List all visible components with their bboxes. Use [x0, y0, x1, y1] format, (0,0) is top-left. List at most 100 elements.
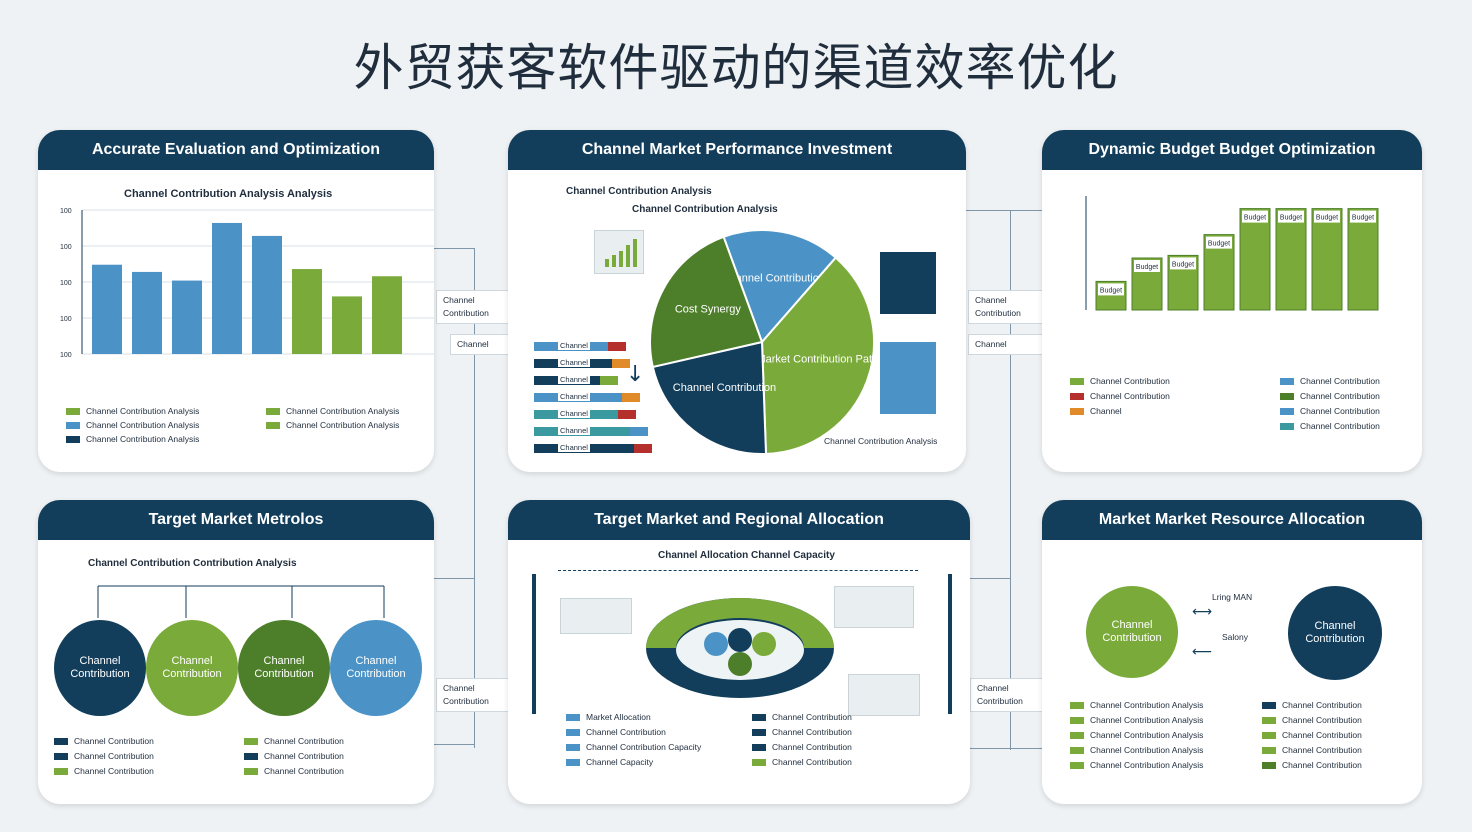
legend-item: Channel Contribution	[54, 736, 154, 746]
dashed-line	[558, 570, 918, 571]
card-performance: Channel Market Performance Investment Ch…	[508, 130, 966, 472]
side-note: Channel Contribution	[970, 678, 1046, 712]
legend-label: Channel Contribution	[772, 742, 852, 752]
connector-line	[434, 248, 474, 249]
legend-item: Channel Contribution	[1070, 391, 1170, 401]
legend-label: Channel Contribution	[264, 751, 344, 761]
mini-bar-label: Channel	[558, 426, 590, 435]
connector-line	[474, 248, 475, 748]
pie-slice-label: Cost Synergy	[675, 304, 742, 316]
side-note: Channel Contribution	[968, 290, 1048, 324]
circle-label: Channel Contribution	[1305, 620, 1365, 645]
side-note: Channel	[450, 334, 512, 355]
legend-label: Channel Contribution Analysis	[286, 406, 400, 416]
legend-label: Channel Contribution Analysis	[86, 420, 200, 430]
budget-bar	[1239, 208, 1271, 311]
map-card	[834, 586, 914, 628]
legend-label: Market Allocation	[586, 712, 651, 722]
mini-bar-accent	[608, 342, 626, 351]
legend-item: Channel Contribution	[244, 766, 344, 776]
card-resource-allocation: Market Market Resource Allocation Channe…	[1042, 500, 1422, 804]
arrow-label: Salony	[1222, 632, 1248, 642]
side-note-text: Channel	[975, 339, 1007, 349]
pie-slice-label: Channel Contribution	[673, 382, 776, 394]
arrow-lines	[97, 585, 385, 618]
legend-swatch	[1280, 377, 1294, 385]
mini-bar-accent	[630, 427, 648, 436]
legend-swatch	[752, 743, 766, 751]
side-note-text: Channel Contribution	[443, 683, 489, 706]
legend-swatch	[244, 752, 258, 760]
y-tick-label: 100	[60, 352, 72, 359]
timeline-left	[532, 574, 536, 714]
legend-swatch	[566, 758, 580, 766]
legend-label: Channel Contribution	[1282, 715, 1362, 725]
legend-swatch	[1262, 701, 1276, 709]
legend-item: Channel Capacity	[566, 757, 653, 767]
legend-swatch	[752, 713, 766, 721]
legend-swatch	[244, 737, 258, 745]
legend-item: Channel Contribution	[244, 751, 344, 761]
mini-bar-row: Channel	[534, 443, 652, 453]
card-header: Channel Market Performance Investment	[508, 130, 966, 170]
legend-item: Channel Contribution	[1262, 730, 1362, 740]
info-panel	[880, 342, 936, 414]
y-tick-label: 100	[60, 280, 72, 287]
legend-swatch	[1262, 746, 1276, 754]
market-circle: Channel Contribution	[330, 620, 422, 716]
info-panel	[880, 252, 936, 314]
legend-item: Channel Contribution	[1280, 406, 1380, 416]
budget-bar-label-box	[1134, 260, 1160, 272]
legend-label: Channel Contribution Analysis	[286, 420, 400, 430]
legend-label: Channel Contribution	[1300, 391, 1380, 401]
budget-bar-label-box	[1242, 210, 1268, 223]
card-evaluation: Accurate Evaluation and Optimization Cha…	[38, 130, 434, 472]
chart-subtitle: Channel Contribution Analysis Analysis	[124, 188, 333, 200]
side-note: Channel Contribution	[436, 678, 516, 712]
legend-item: Channel Contribution Analysis	[1070, 760, 1203, 770]
legend-item: Channel Contribution Analysis	[266, 406, 399, 416]
side-note: Channel	[968, 334, 1048, 355]
chart-subtitle: Channel Contribution Contribution Analys…	[88, 558, 297, 569]
legend-label: Channel Contribution Analysis	[86, 406, 200, 416]
legend-label: Channel Contribution	[74, 766, 154, 776]
pie-note: Channel Contribution Analysis	[824, 436, 938, 446]
bar	[92, 264, 122, 354]
legend-swatch	[1262, 761, 1276, 769]
connector-line	[434, 744, 474, 745]
map-card	[560, 598, 632, 634]
legend-label: Channel Contribution	[586, 727, 666, 737]
circle-label: Channel Contribution	[1102, 619, 1162, 644]
legend-item: Channel Contribution	[752, 757, 852, 767]
circle-label: Channel Contribution	[162, 655, 222, 680]
budget-bar-label: Budget	[1172, 261, 1194, 268]
timeline-right	[948, 574, 952, 714]
mini-bar-label: Channel	[558, 392, 590, 401]
down-arrow-icon: ↓	[626, 362, 645, 387]
legend-item: Channel Contribution	[566, 727, 666, 737]
budget-bar-label: Budget	[1136, 264, 1158, 271]
legend-item: Channel Contribution Capacity	[566, 742, 701, 752]
circle-label: Channel Contribution	[70, 655, 130, 680]
legend-label: Channel Contribution	[264, 736, 344, 746]
legend-item: Channel Contribution	[752, 742, 852, 752]
market-circle: Channel Contribution	[146, 620, 238, 716]
budget-bar-label-box	[1170, 257, 1196, 270]
legend-swatch	[1280, 407, 1294, 415]
legend-label: Channel Contribution	[772, 712, 852, 722]
legend-item: Market Allocation	[566, 712, 651, 722]
mini-bar-accent	[600, 376, 618, 385]
market-circle: Channel Contribution	[54, 620, 146, 716]
chart-subtitle: Channel Contribution Analysis	[632, 204, 778, 215]
connector-line	[434, 578, 474, 579]
legend-label: Channel Contribution Analysis	[1090, 715, 1204, 725]
legend-swatch	[66, 407, 80, 415]
legend-label: Channel Capacity	[586, 757, 654, 767]
bar	[292, 269, 322, 354]
legend-label: Channel Contribution	[74, 736, 154, 746]
legend-swatch	[1070, 746, 1084, 754]
budget-bar-label-box	[1098, 283, 1124, 296]
pie-slice-label: Channel Contribution	[722, 272, 825, 284]
